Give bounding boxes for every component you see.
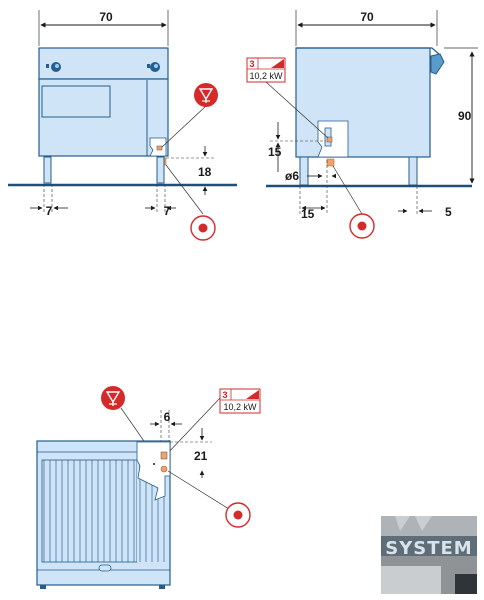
front-right-foot-offset: 7 — [164, 204, 171, 218]
top-view: 3 10,2 kW 6 21 — [36, 386, 261, 589]
front-right-foot — [156, 156, 165, 184]
top-grill-plate — [41, 459, 138, 563]
front-electrical-connection — [156, 145, 163, 151]
side-power-rating: 10,2 kW — [249, 71, 283, 81]
top-connection-x: 6 — [164, 410, 171, 424]
front-control-panel — [38, 47, 169, 80]
side-control-knob — [430, 53, 445, 75]
front-left-foot-offset: 7 — [46, 204, 53, 218]
side-depth-dimension: 70 — [360, 10, 374, 24]
top-equipotential-marker — [101, 386, 125, 410]
front-equipotential-marker — [194, 83, 218, 107]
side-foot-offset: 5 — [445, 205, 452, 219]
side-body — [295, 47, 431, 158]
side-phase-count: 3 — [249, 59, 254, 69]
top-power-rating: 10,2 kW — [223, 402, 257, 412]
system-logo: SYSTEM — [381, 516, 477, 594]
side-equipotential-connection — [326, 158, 335, 167]
side-height-dimension: 90 — [458, 109, 472, 123]
top-equipotential-connection — [160, 465, 168, 473]
side-electrical-connection — [326, 136, 333, 143]
side-connection-height: 15 — [268, 145, 282, 159]
side-connection-offset: 15 — [301, 207, 315, 221]
top-connection-y: 21 — [194, 449, 208, 463]
top-front-knob — [98, 564, 112, 572]
side-hole-diameter: ø6 — [285, 169, 299, 183]
front-width-dimension: 70 — [99, 10, 113, 24]
side-view: 70 90 3 10,2 kW 15 — [246, 10, 478, 239]
front-connection-height: 18 — [198, 165, 212, 179]
top-power-label — [219, 388, 261, 414]
front-left-foot — [43, 156, 52, 184]
top-phase-count: 3 — [222, 390, 227, 400]
logo-text: SYSTEM — [385, 538, 472, 559]
side-power-label — [246, 57, 286, 83]
front-view: 70 7 7 18 — [8, 10, 237, 241]
front-drawer — [41, 85, 111, 118]
top-electrical-connection — [160, 451, 168, 460]
